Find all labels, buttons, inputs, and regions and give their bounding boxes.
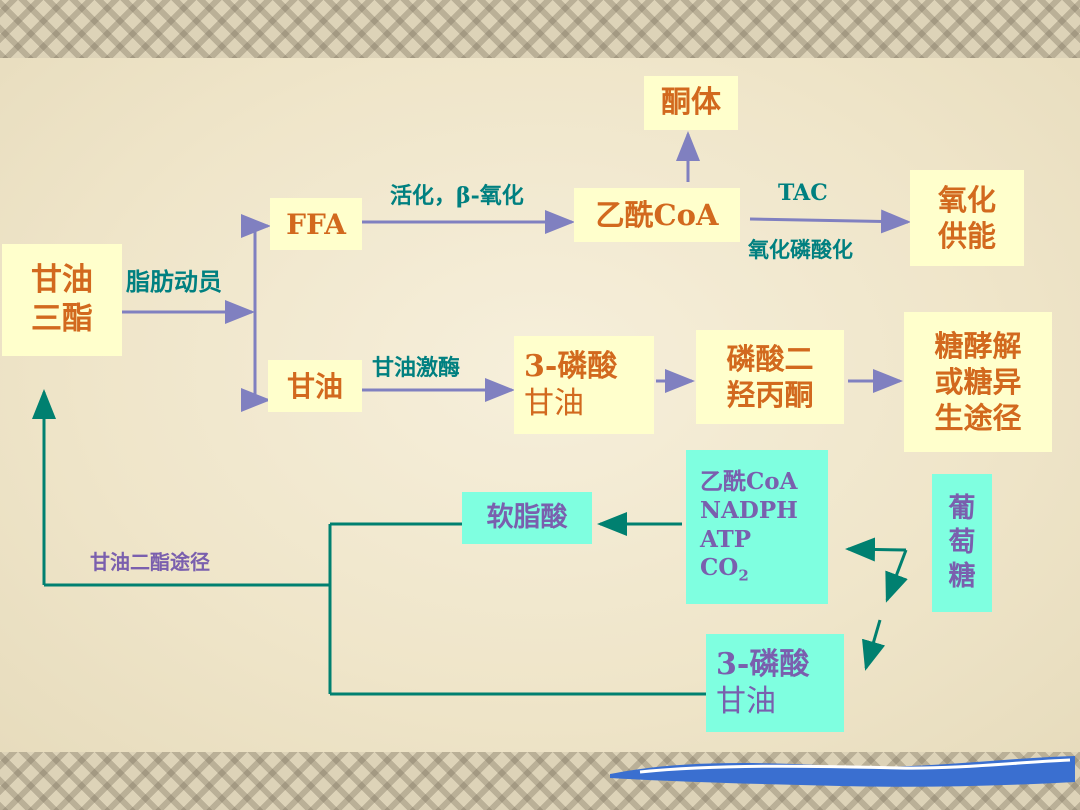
node-g3p-top-line1: 3-磷酸 bbox=[524, 348, 618, 384]
node-dhap-line2: 羟丙酮 bbox=[726, 378, 814, 412]
node-acetyl-coa-label: 乙酰CoA bbox=[595, 197, 719, 232]
label-diglyceride-pathway: 甘油二酯途径 bbox=[90, 550, 210, 574]
node-palmitic-acid: 软脂酸 bbox=[462, 492, 592, 544]
node-palmitic-label: 软脂酸 bbox=[486, 502, 568, 534]
node-oxidation-energy: 氧化 供能 bbox=[910, 170, 1024, 266]
node-glycerol-3-phosphate-top: 3-磷酸 甘油 bbox=[514, 336, 654, 434]
node-ffa-label: FFA bbox=[286, 207, 346, 241]
node-acetyl-coa: 乙酰CoA bbox=[574, 188, 740, 242]
node-g3p-bottom-line1: 3-磷酸 bbox=[716, 646, 810, 682]
node-ketone-bodies-label: 酮体 bbox=[661, 85, 721, 121]
node-glucose-char1: 葡 bbox=[948, 493, 976, 525]
node-glucose-char2: 萄 bbox=[948, 527, 976, 559]
node-dhap-line1: 磷酸二 bbox=[726, 341, 814, 376]
substrate-co2-subscript: 2 bbox=[738, 567, 749, 586]
node-triglyceride-line2: 三酯 bbox=[31, 301, 93, 337]
label-oxidative-phosphorylation: 氧化磷酸化 bbox=[748, 237, 853, 262]
node-glycolysis-line3: 生途径 bbox=[934, 401, 1022, 436]
node-g3p-top-line2: 甘油 bbox=[524, 386, 584, 421]
label-fat-mobilization: 脂肪动员 bbox=[126, 267, 222, 296]
label-glycerol-kinase: 甘油激酶 bbox=[372, 355, 461, 381]
node-glucose-char3: 糖 bbox=[948, 560, 976, 592]
node-synthesis-substrates: 乙酰CoA NADPH ATP CO2 bbox=[686, 450, 828, 604]
node-oxidation-line1: 氧化 bbox=[937, 182, 996, 217]
label-activation-beta-oxidation: 活化，β-氧化 bbox=[390, 183, 524, 209]
node-glycolysis-line1: 糖酵解 bbox=[934, 328, 1022, 363]
wave-decoration bbox=[610, 756, 1075, 787]
node-dhap: 磷酸二 羟丙酮 bbox=[696, 330, 844, 424]
label-tac: TAC bbox=[778, 180, 828, 206]
substrate-atp: ATP bbox=[700, 525, 751, 553]
substrate-acetyl-coa: 乙酰CoA bbox=[700, 468, 798, 496]
substrate-nadph: NADPH bbox=[700, 496, 798, 524]
node-ffa: FFA bbox=[270, 198, 362, 250]
node-glucose: 葡 萄 糖 bbox=[932, 474, 992, 612]
node-glycolysis-line2: 或糖异 bbox=[934, 364, 1022, 399]
node-glycolysis-gluconeogenesis: 糖酵解 或糖异 生途径 bbox=[904, 312, 1052, 452]
node-glycerol: 甘油 bbox=[268, 360, 362, 412]
node-triglyceride-line1: 甘油 bbox=[31, 262, 93, 299]
decorative-border-top bbox=[0, 0, 1080, 58]
node-oxidation-line2: 供能 bbox=[937, 219, 996, 253]
node-glycerol-label: 甘油 bbox=[286, 369, 343, 403]
node-triglyceride: 甘油 三酯 bbox=[2, 244, 122, 356]
node-ketone-bodies: 酮体 bbox=[644, 76, 738, 130]
substrate-co2: CO2 bbox=[700, 554, 749, 585]
substrate-co2-base: CO bbox=[700, 554, 739, 582]
decorative-border-bottom bbox=[0, 752, 1080, 810]
node-g3p-bottom-line2: 甘油 bbox=[716, 684, 776, 719]
node-glycerol-3-phosphate-bottom: 3-磷酸 甘油 bbox=[706, 634, 844, 732]
